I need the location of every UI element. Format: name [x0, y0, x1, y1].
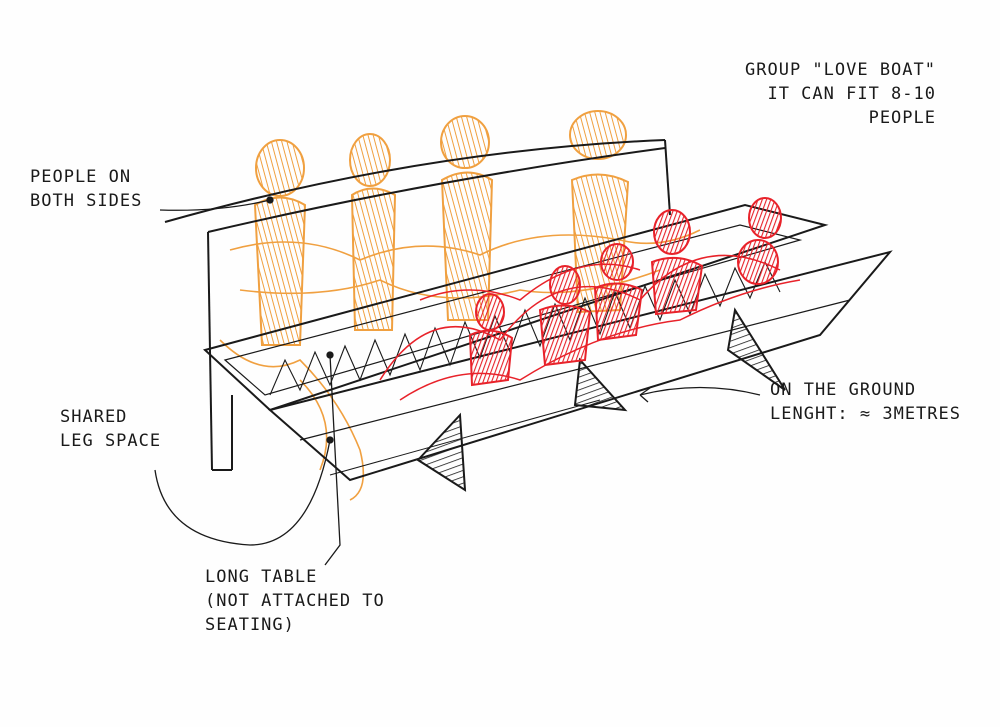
long-table-note: LONG TABLE (NOT ATTACHED TO SEATING) — [205, 565, 385, 637]
people-both-sides-line-2: BOTH SIDES — [30, 191, 143, 211]
shared-leg-space-note: SHARED LEG SPACE — [60, 405, 161, 453]
shared-leg-space-line-2: LEG SPACE — [60, 431, 162, 451]
on-the-ground-note: ON THE GROUND LENGHT: ≈ 3METRES — [770, 378, 961, 426]
red-people — [468, 197, 782, 387]
red-scribbles — [379, 254, 801, 401]
people-both-sides-note: PEOPLE ON BOTH SIDES — [30, 165, 142, 213]
long-table-line-2: (NOT ATTACHED TO — [205, 591, 385, 611]
title-line-2: IT CAN FIT 8-10 — [767, 84, 936, 104]
annotation-pointers — [154, 196, 761, 566]
people-both-sides-line-1: PEOPLE ON — [30, 167, 132, 187]
shared-leg-space-line-1: SHARED — [60, 407, 128, 427]
on-the-ground-line-2: LENGHT: ≈ 3METRES — [770, 404, 961, 424]
table-legs — [416, 307, 786, 492]
long-table-line-3: SEATING) — [205, 615, 295, 635]
title-note: GROUP "LOVE BOAT" IT CAN FIT 8-10 PEOPLE — [745, 58, 936, 130]
title-line-1: GROUP "LOVE BOAT" — [745, 60, 936, 80]
bench-back — [164, 139, 671, 471]
long-table-line-1: LONG TABLE — [205, 567, 318, 587]
title-line-3: PEOPLE — [868, 108, 936, 128]
on-the-ground-line-1: ON THE GROUND — [770, 380, 917, 400]
